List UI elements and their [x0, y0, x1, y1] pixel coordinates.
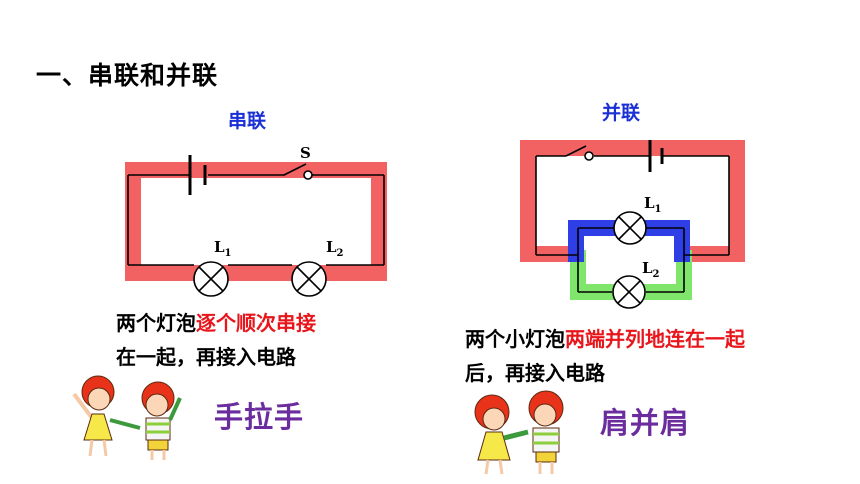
parallel-slogan: 肩并肩 [600, 406, 691, 440]
parallel-lamp1-label: L [644, 194, 655, 212]
parallel-circuit-title: 并联 [602, 102, 641, 124]
svg-text:L2: L2 [642, 259, 660, 280]
svg-text:L1: L1 [644, 194, 662, 215]
series-current-path [125, 162, 387, 281]
parallel-lamp2-sub: 2 [653, 269, 660, 280]
series-description-line2: 在一起，再接入电路 [116, 345, 296, 369]
parallel-description-line1: 两个小灯泡两端并列地连在一起 [465, 327, 745, 351]
parallel-description-highlight: 两端并列地连在一起 [565, 327, 745, 351]
parallel-battery-icon [648, 140, 664, 172]
parallel-switch-icon [565, 145, 594, 161]
series-switch-icon [283, 163, 313, 180]
series-description: 两个灯泡逐个顺次串接 在一起，再接入电路 [116, 306, 316, 374]
series-description-highlight: 逐个顺次串接 [196, 311, 316, 335]
series-wires [127, 174, 385, 266]
series-lamp2-icon [291, 261, 327, 297]
series-description-line1: 两个灯泡逐个顺次串接 [116, 311, 316, 335]
parallel-wires [535, 155, 730, 293]
kids-shoulder-to-shoulder-illustration [474, 390, 564, 475]
series-lamp1-label: L [214, 238, 225, 256]
series-circuit-title: 串联 [228, 110, 267, 132]
svg-text:L2: L2 [326, 238, 344, 259]
series-lamp2-sub: 2 [337, 248, 344, 259]
series-slogan: 手拉手 [214, 400, 305, 434]
parallel-description-line2: 后，再接入电路 [465, 361, 605, 385]
series-lamp1-icon [193, 261, 229, 297]
svg-text:L1: L1 [214, 238, 232, 259]
page-title: 一、串联和并联 [36, 61, 219, 90]
parallel-lamp2-icon [612, 275, 646, 309]
series-switch-label: S [300, 144, 311, 162]
parallel-lamp2-label: L [642, 259, 653, 277]
series-lamp2-label: L [326, 238, 337, 256]
kids-holding-hands-illustration [72, 375, 182, 460]
series-battery-icon [188, 155, 207, 195]
parallel-description: 两个小灯泡两端并列地连在一起 后，再接入电路 [465, 322, 745, 390]
parallel-lamp1-sub: 1 [655, 204, 662, 215]
series-lamp1-sub: 1 [225, 248, 232, 259]
parallel-lamp1-icon [613, 211, 647, 245]
